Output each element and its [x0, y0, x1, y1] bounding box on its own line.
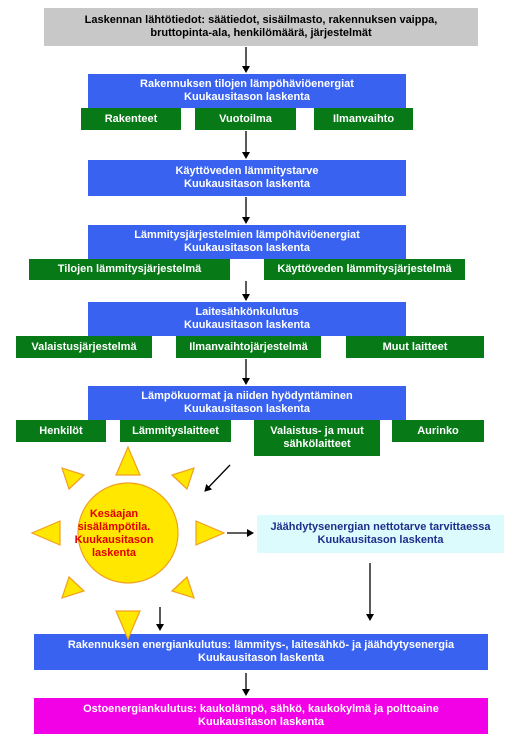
water-heating-system-box: Käyttöveden lämmitysjärjestelmä: [264, 259, 465, 280]
purchased-energy-title: Ostoenergiankulutus: kaukolämpö, sähkö, …: [83, 703, 439, 715]
ventilation-system-box: Ilmanvaihtojärjestelmä: [176, 336, 321, 358]
heat-gains-subtitle: Kuukausitason laskenta: [184, 403, 310, 415]
lighting-and-electrical-line-2: sähkölaitteet: [283, 438, 351, 450]
heating-systems-box: Lämmitysjärjestelmien lämpöhäviöenergiat…: [88, 225, 406, 259]
space-heating-system-box: Tilojen lämmitysjärjestelmä: [29, 259, 230, 280]
occupants-box: Henkilöt: [16, 420, 106, 442]
input-data-line-2: bruttopinta-ala, henkilömäärä, järjestel…: [150, 27, 372, 39]
heat-loss-box: Rakennuksen tilojen lämpöhäviöenergiat K…: [88, 74, 406, 108]
arrow-heat-gains-to-sun: [204, 464, 231, 492]
lighting-and-electrical-line-1: Valaistus- ja muut: [270, 425, 364, 437]
air-leakage-label: Vuotoilma: [219, 112, 272, 125]
solar-label: Aurinko: [417, 424, 459, 437]
structures-box: Rakenteet: [81, 108, 181, 130]
ventilation-box: Ilmanvaihto: [314, 108, 413, 130]
building-energy-subtitle: Kuukausitason laskenta: [198, 652, 324, 664]
input-data-line-1: Laskennan lähtötiedot: säätiedot, sisäil…: [84, 14, 438, 26]
hot-water-subtitle: Kuukausitason laskenta: [184, 178, 310, 190]
summer-temperature-text: Kesäajan sisälämpötila. Kuukausitason la…: [74, 508, 154, 560]
cooling-demand-title: Jäähdytysenergian nettotarve tarvittaess…: [270, 521, 491, 533]
summer-temperature-line-3: Kuukausitason: [74, 534, 154, 546]
cooling-demand-box: Jäähdytysenergian nettotarve tarvittaess…: [257, 515, 504, 553]
occupants-label: Henkilöt: [39, 424, 83, 437]
heat-loss-subtitle: Kuukausitason laskenta: [184, 91, 310, 103]
summer-temperature-line-4: laskenta: [91, 547, 137, 559]
other-appliances-label: Muut laitteet: [382, 340, 448, 353]
lighting-and-electrical-box: Valaistus- ja muut sähkölaitteet: [254, 420, 380, 456]
heating-devices-box: Lämmityslaitteet: [120, 420, 231, 442]
heat-gains-title: Lämpökuormat ja niiden hyödyntäminen: [141, 390, 353, 402]
air-leakage-box: Vuotoilma: [195, 108, 296, 130]
heating-devices-label: Lämmityslaitteet: [132, 424, 219, 437]
solar-box: Aurinko: [392, 420, 484, 442]
hot-water-box: Käyttöveden lämmitystarve Kuukausitason …: [88, 160, 406, 196]
summer-temperature-line-2: sisälämpötila.: [77, 521, 151, 533]
summer-temperature-line-1: Kesäajan: [89, 508, 139, 520]
input-data-box: Laskennan lähtötiedot: säätiedot, sisäil…: [44, 8, 478, 46]
other-appliances-box: Muut laitteet: [346, 336, 484, 358]
purchased-energy-box: Ostoenergiankulutus: kaukolämpö, sähkö, …: [34, 698, 488, 734]
heating-systems-subtitle: Kuukausitason laskenta: [184, 242, 310, 254]
structures-label: Rakenteet: [104, 112, 158, 125]
water-heating-system-label: Käyttöveden lämmitysjärjestelmä: [277, 263, 452, 275]
appliance-electricity-box: Laitesähkönkulutus Kuukausitason laskent…: [88, 302, 406, 336]
sun-icon: [30, 445, 226, 641]
lighting-system-label: Valaistusjärjestelmä: [31, 340, 137, 353]
heat-loss-title: Rakennuksen tilojen lämpöhäviöenergiat: [140, 78, 354, 90]
purchased-energy-subtitle: Kuukausitason laskenta: [198, 716, 324, 728]
heating-systems-title: Lämmitysjärjestelmien lämpöhäviöenergiat: [134, 229, 360, 241]
appliance-electricity-subtitle: Kuukausitason laskenta: [184, 319, 310, 331]
building-energy-title: Rakennuksen energiankulutus: lämmitys-, …: [67, 639, 455, 651]
heat-gains-box: Lämpökuormat ja niiden hyödyntäminen Kuu…: [88, 386, 406, 420]
appliance-electricity-title: Laitesähkönkulutus: [195, 306, 299, 318]
ventilation-label: Ilmanvaihto: [332, 112, 395, 125]
ventilation-system-label: Ilmanvaihtojärjestelmä: [189, 340, 308, 353]
lighting-system-box: Valaistusjärjestelmä: [16, 336, 152, 358]
building-energy-box: Rakennuksen energiankulutus: lämmitys-, …: [34, 634, 488, 670]
cooling-demand-subtitle: Kuukausitason laskenta: [317, 534, 444, 546]
space-heating-system-label: Tilojen lämmitysjärjestelmä: [57, 263, 202, 275]
hot-water-title: Käyttöveden lämmitystarve: [175, 165, 319, 177]
